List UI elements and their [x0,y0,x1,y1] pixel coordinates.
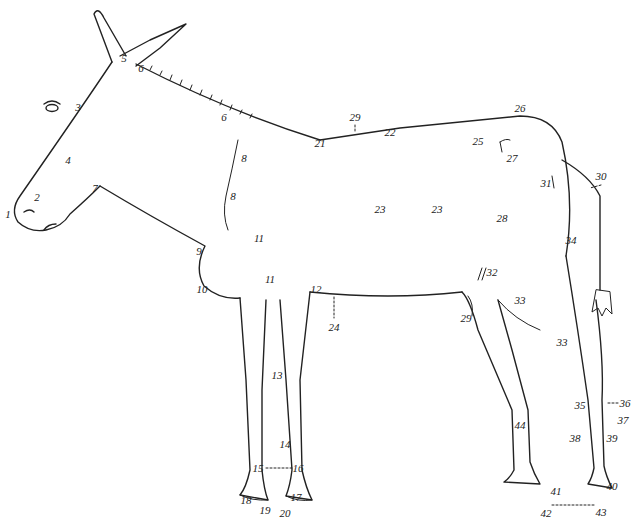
callout-number: 27 [507,153,518,164]
callout-number: 6 [221,112,227,123]
callout-number: 11 [265,274,275,285]
callout-number: 36 [620,398,631,409]
callout-number: 23 [432,204,443,215]
callout-number: 21 [315,138,326,149]
callout-number: 37 [618,415,629,426]
callout-number: 11 [254,233,264,244]
callout-number: 35 [575,400,586,411]
callout-number: 17 [291,492,302,503]
callout-number: 44 [515,420,526,431]
callout-number: 6 [138,63,144,74]
callout-number: 42 [541,508,552,519]
callout-number: 3 [75,102,81,113]
callout-number: 1 [5,209,11,220]
callout-number: 10 [197,284,208,295]
callout-number: 22 [385,127,396,138]
callout-number: 14 [280,439,291,450]
callout-number: 41 [551,486,562,497]
callout-number: 43 [596,507,607,518]
callout-number: 19 [260,505,271,516]
callout-number: 32 [487,267,498,278]
callout-number: 4 [65,155,71,166]
callout-number: 38 [570,433,581,444]
callout-number: 28 [497,213,508,224]
callout-number: 7 [92,183,98,194]
callout-number: 15 [253,463,264,474]
callout-number: 26 [515,103,526,114]
callout-number: 30 [596,171,607,182]
callout-number: 23 [375,204,386,215]
callout-number: 20 [280,508,291,519]
callout-number: 9 [196,246,202,257]
callout-number: 8 [241,153,247,164]
callout-number: 12 [311,284,322,295]
callout-number: 13 [272,370,283,381]
callout-number: 5 [121,53,127,64]
callout-number: 33 [557,337,568,348]
callout-number: 18 [241,495,252,506]
callout-number: 25 [473,136,484,147]
callout-number: 16 [293,463,304,474]
callout-number: 2 [34,192,40,203]
callout-number: 40 [607,481,618,492]
callout-number: 24 [329,322,340,333]
callout-number: 8 [230,191,236,202]
callout-number: 33 [515,295,526,306]
callout-number: 29 [461,313,472,324]
callout-number: 29 [350,112,361,123]
callout-number: 31 [541,178,552,189]
callout-number: 34 [566,235,577,246]
callout-number: 39 [607,433,618,444]
